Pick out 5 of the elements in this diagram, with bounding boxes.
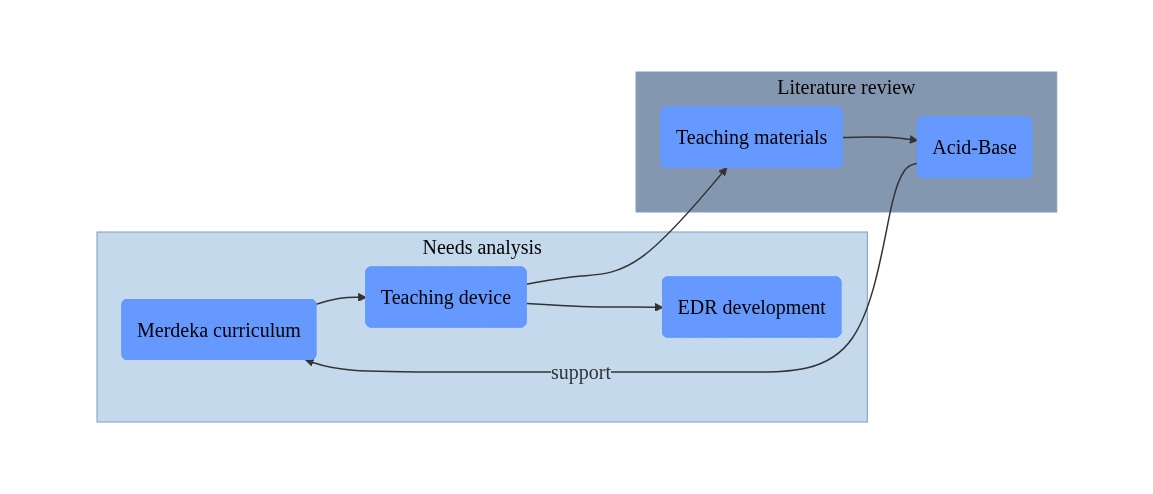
arrow bbox=[525, 167, 727, 285]
arrow bbox=[841, 135, 918, 144]
arrow bbox=[525, 302, 664, 312]
edge-label: support bbox=[550, 361, 611, 383]
arrow bbox=[315, 292, 367, 305]
